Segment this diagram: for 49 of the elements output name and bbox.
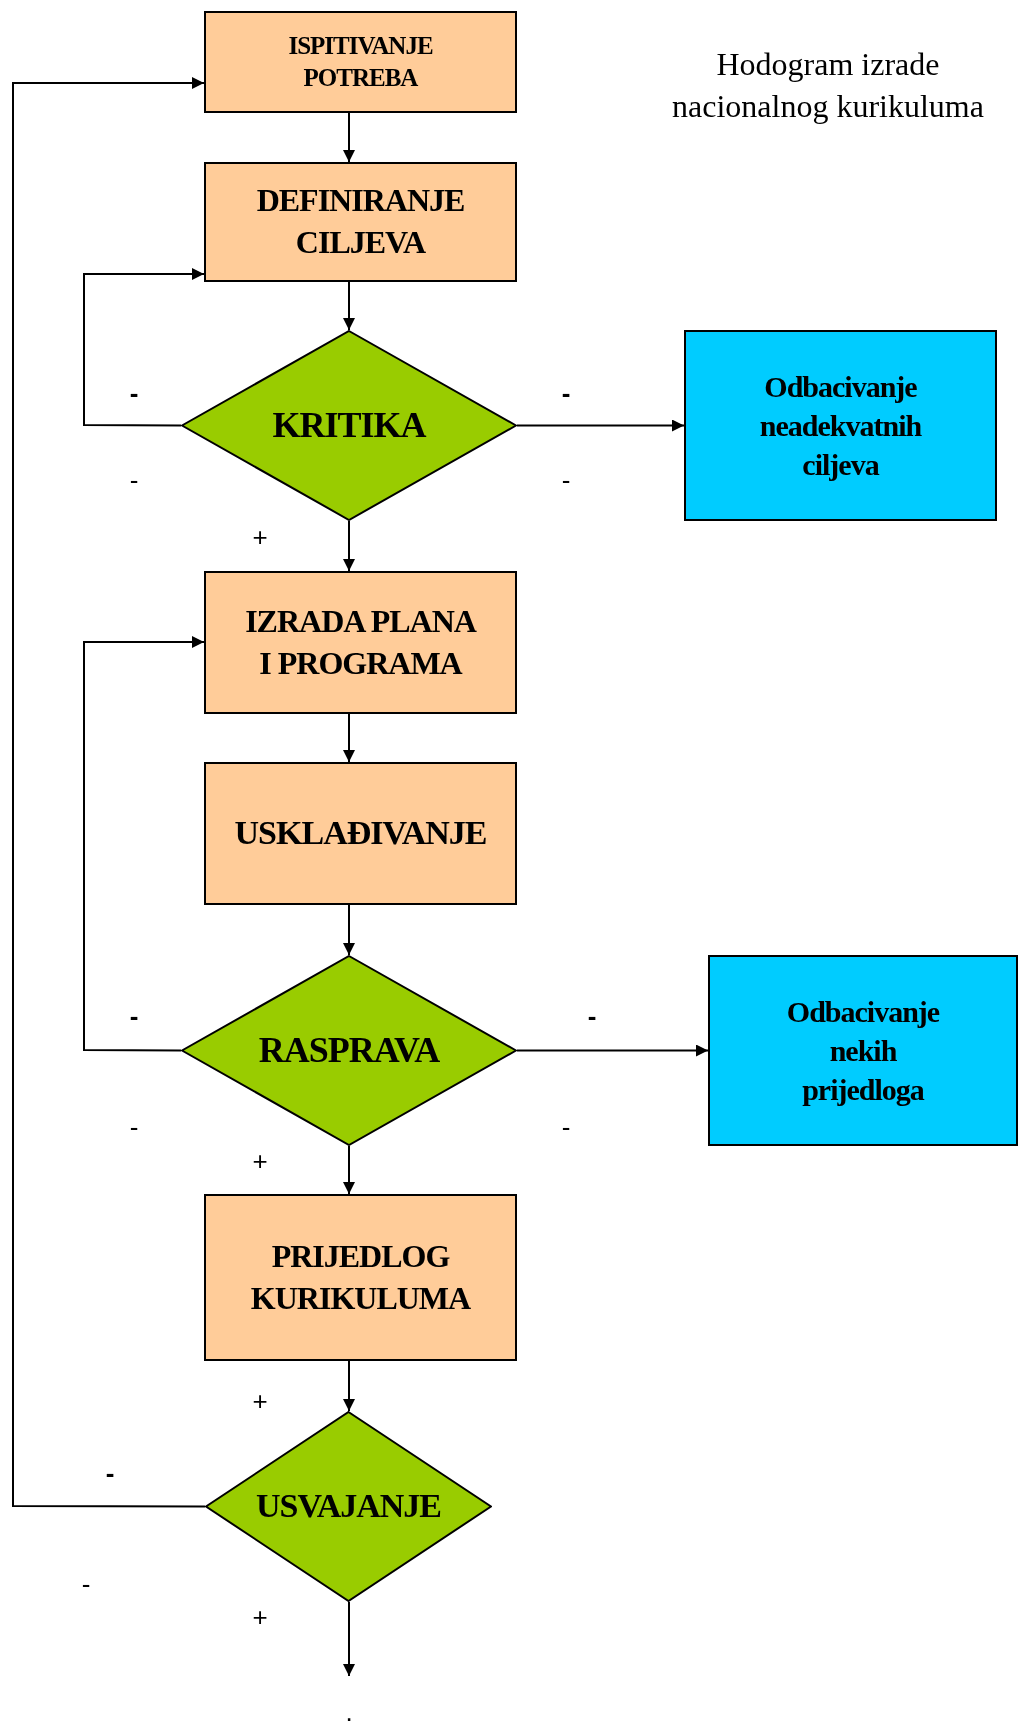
branch-sign: -	[561, 467, 571, 493]
branch-sign: -	[129, 467, 139, 493]
flow-arrow	[83, 268, 205, 427]
diagram-title: Hodogram izrade nacionalnog kurikuluma	[671, 45, 985, 126]
branch-sign: -	[81, 1571, 91, 1597]
result-box	[684, 330, 997, 521]
step-label: DEFINIRANJE CILJEVA	[255, 181, 466, 262]
flow-arrow	[516, 1044, 709, 1057]
step-label: PRIJEDLOG KURIKULUMA	[249, 1236, 472, 1318]
step-label: Odbacivanje neadekvatnih ciljeva	[758, 369, 923, 483]
step-label: Odbacivanje nekih prijedloga	[785, 994, 941, 1108]
flow-arrow	[343, 713, 355, 763]
branch-sign: +	[252, 524, 268, 550]
decision-diamond	[181, 955, 517, 1146]
branch-sign: +	[252, 1604, 268, 1630]
step-label: IZRADA PLANA I PROGRAMA	[244, 601, 478, 683]
branch-sign: -	[105, 1460, 115, 1486]
branch-sign: -	[587, 1003, 597, 1029]
flow-arrow	[343, 520, 355, 572]
branch-sign: .	[345, 1699, 353, 1725]
branch-sign: -	[129, 380, 139, 406]
branch-sign: -	[561, 1114, 571, 1140]
branch-sign: +	[252, 1388, 268, 1414]
flow-arrow	[12, 77, 206, 1508]
decision-diamond	[205, 1411, 492, 1602]
branch-sign: +	[252, 1148, 268, 1174]
step-label: ISPITIVANJE POTREBA	[287, 30, 434, 93]
process-box	[204, 1194, 517, 1361]
process-box	[204, 571, 517, 714]
decision-label: RASPRAVA	[258, 1029, 440, 1073]
step-label: USKLAĐIVANJE	[234, 813, 487, 854]
branch-sign: -	[129, 1114, 139, 1140]
process-box	[204, 11, 517, 113]
flow-arrow	[343, 1601, 355, 1677]
flow-arrow	[83, 636, 205, 1052]
flow-arrow	[343, 112, 355, 163]
result-box	[708, 955, 1018, 1146]
decision-label: KRITIKA	[272, 404, 426, 448]
flow-arrow	[343, 1145, 355, 1195]
decision-diamond	[181, 330, 517, 521]
branch-sign: -	[561, 380, 571, 406]
process-box	[204, 162, 517, 282]
decision-label: USVAJANJE	[256, 1486, 441, 1527]
flow-arrow	[516, 419, 685, 432]
process-box	[204, 762, 517, 905]
flow-arrow	[343, 1360, 355, 1412]
branch-sign: -	[129, 1003, 139, 1029]
flow-arrow	[343, 904, 355, 956]
flow-arrow	[343, 281, 355, 331]
